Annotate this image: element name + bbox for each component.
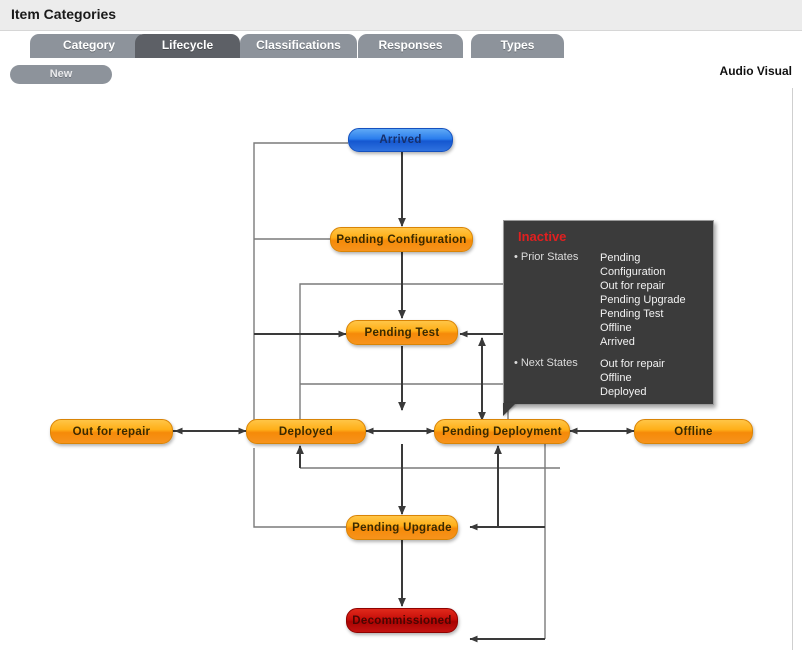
state-node-arrived[interactable]: Arrived [348,128,453,152]
lifecycle-diagram-canvas[interactable]: Arrived Pending Configuration Pending Te… [0,88,793,650]
tab-types[interactable]: Types [471,34,564,58]
tooltip-next-states-label: •Next States [514,357,578,369]
connector-arrows [172,152,635,643]
tooltip-prior-states-label: •Prior States [514,251,579,263]
tooltip-pointer-icon [503,403,516,416]
tab-lifecycle[interactable]: Lifecycle [135,34,240,58]
state-node-out-for-repair[interactable]: Out for repair [50,419,173,444]
state-node-decommissioned[interactable]: Decommissioned [346,608,458,633]
title-bar: Item Categories [0,0,802,31]
toolbar: New Audio Visual [0,60,802,88]
tab-category[interactable]: Category [30,34,148,58]
tab-classifications[interactable]: Classifications [240,34,357,58]
state-node-pending-test[interactable]: Pending Test [346,320,458,345]
tooltip-next-states-group: •Next States Out for repair Offline Depl… [514,357,703,399]
tooltip-prior-states-group: •Prior States Pending Configuration Out … [514,251,703,349]
bullet-icon: • [514,357,518,369]
tooltip-prior-states-values: Pending Configuration Out for repair Pen… [600,252,686,348]
new-button[interactable]: New [10,65,112,84]
tab-strip: Category Lifecycle Classifications Respo… [0,31,802,90]
state-node-pending-deployment[interactable]: Pending Deployment [434,419,570,444]
bullet-icon: • [514,251,518,263]
tooltip-next-states-values: Out for repair Offline Deployed [600,358,665,398]
tab-responses[interactable]: Responses [358,34,463,58]
category-name-label: Audio Visual [719,64,792,78]
state-node-offline[interactable]: Offline [634,419,753,444]
state-tooltip-inactive: Inactive •Prior States Pending Configura… [503,220,714,416]
state-node-pending-configuration[interactable]: Pending Configuration [330,227,473,252]
state-node-pending-upgrade[interactable]: Pending Upgrade [346,515,458,540]
state-node-deployed[interactable]: Deployed [246,419,366,444]
tooltip-title: Inactive [518,229,567,244]
page-title: Item Categories [11,6,117,22]
